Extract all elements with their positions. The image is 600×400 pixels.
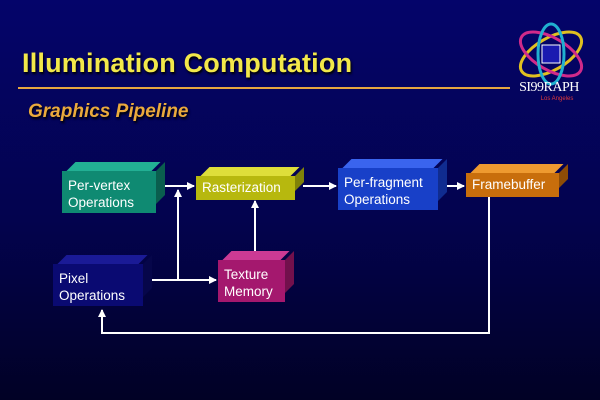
logo-subtext: Los Angeles	[540, 96, 574, 102]
rasterization-block: Rasterization	[196, 176, 295, 200]
logo-text: SI99RAPH	[519, 80, 579, 95]
texture-line1: Texture	[224, 267, 269, 282]
slide-title: Illumination Computation	[22, 48, 353, 78]
title-rule	[18, 87, 510, 89]
per-vertex-line1: Per-vertex	[68, 178, 131, 193]
pixel-line1: Pixel	[59, 271, 89, 286]
per-fragment-operations-block: Per-fragment Operations	[338, 168, 438, 210]
per-fragment-line1: Per-fragment	[344, 175, 423, 190]
framebuffer-block: Framebuffer	[466, 173, 559, 197]
pixel-line2: Operations	[59, 288, 126, 303]
siggraph-logo-icon	[518, 22, 584, 86]
arrow-framebuffer-feedback	[98, 196, 490, 334]
per-vertex-operations-block: Per-vertex Operations	[62, 171, 156, 213]
slide-subtitle: Graphics Pipeline	[28, 101, 189, 122]
framebuffer-label: Framebuffer	[472, 177, 546, 192]
texture-line2: Memory	[224, 284, 273, 299]
per-fragment-line2: Operations	[344, 192, 411, 207]
rasterization-label: Rasterization	[202, 180, 281, 195]
texture-memory-block: Texture Memory	[218, 260, 285, 302]
pixel-operations-block: Pixel Operations	[53, 264, 143, 306]
per-vertex-line2: Operations	[68, 195, 135, 210]
